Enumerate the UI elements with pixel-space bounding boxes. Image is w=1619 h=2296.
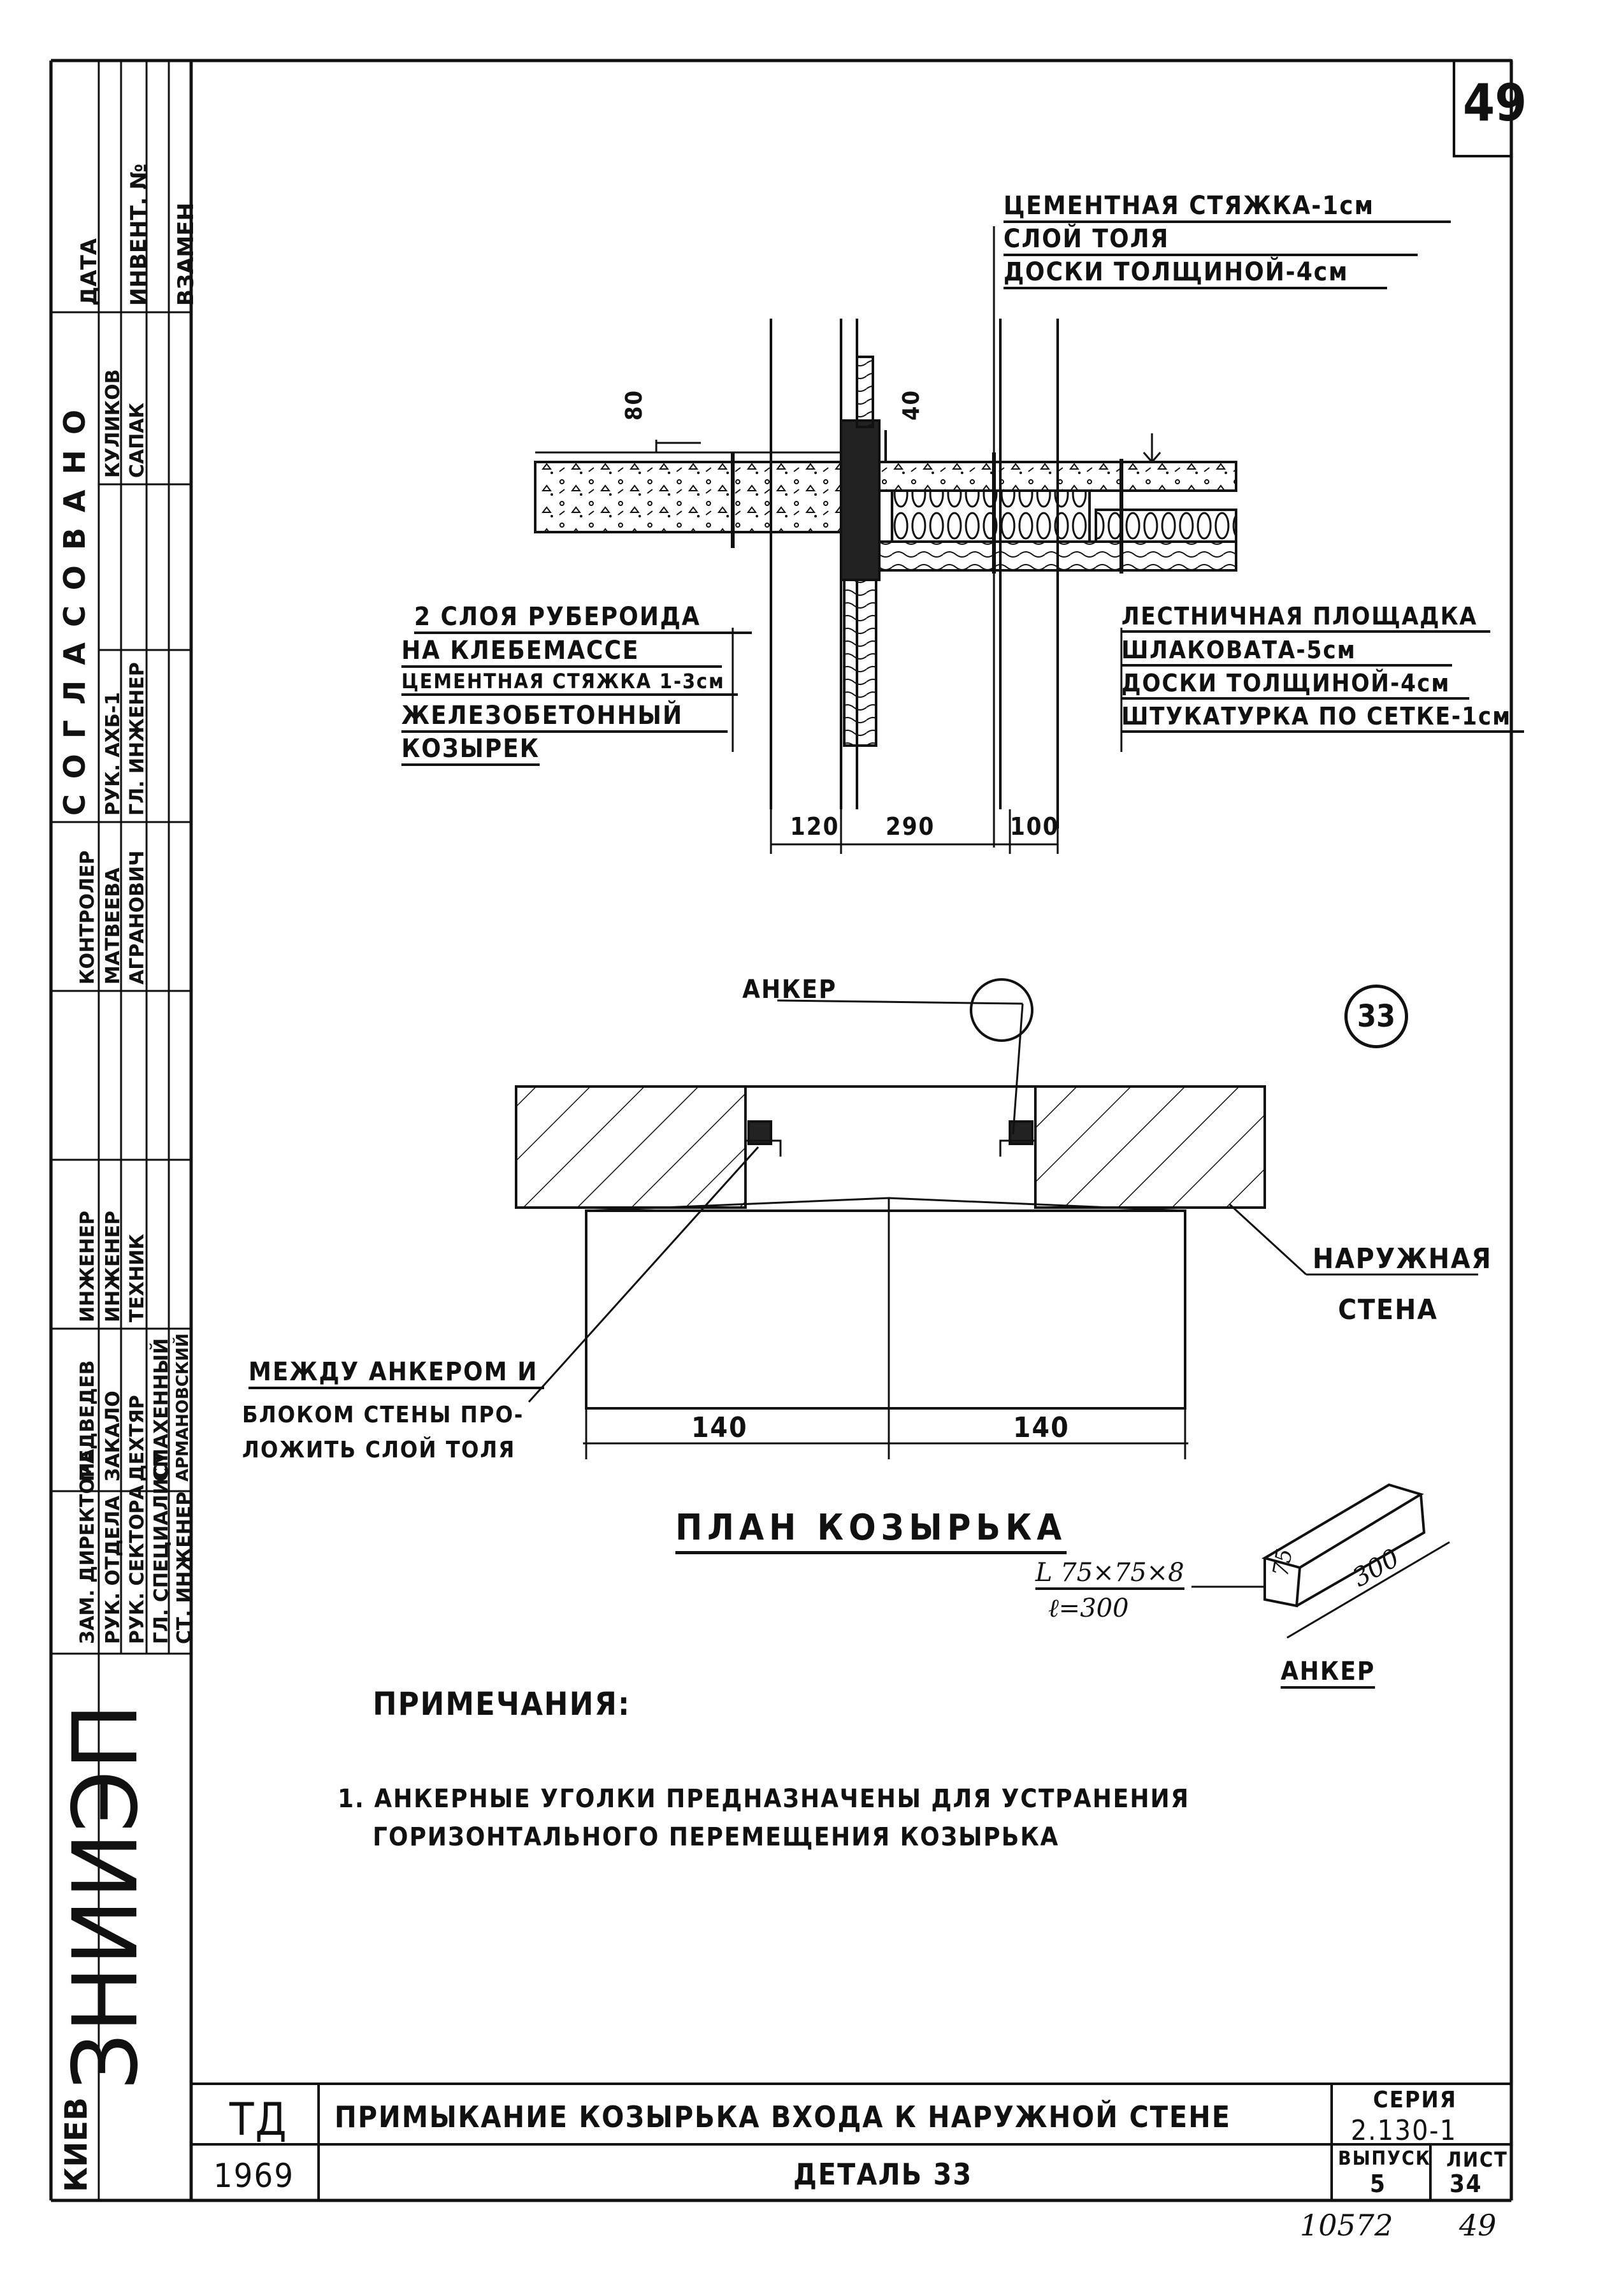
- stamp-agranovich: АГРАНОВИЧ: [126, 850, 148, 985]
- title-block-td: ТД: [229, 2093, 288, 2146]
- notes-heading: ПРИМЕЧАНИЯ:: [373, 1686, 631, 1722]
- angle-caption: АНКЕР: [1281, 1657, 1376, 1689]
- left-layer-5: КОЗЫРЕК: [401, 734, 540, 766]
- section-dim-290: 290: [886, 812, 935, 841]
- left-layer-2: НА КЛЕБЕМАССЕ: [401, 636, 723, 668]
- stamp-eng-3: ТЕХНИК: [126, 1234, 148, 1322]
- outer-wall-label-2: СТЕНА: [1338, 1294, 1438, 1326]
- left-layer-3: ЦЕМЕНТНАЯ СТЯЖКА 1-3см: [401, 669, 738, 696]
- stamp-name-2: ЗАКАЛО: [102, 1390, 124, 1482]
- sheet-number: 49: [1463, 73, 1527, 133]
- angle-profile: L 75×75×8: [1035, 1558, 1184, 1590]
- plan-dim-140-left: 140: [691, 1412, 748, 1444]
- left-layer-4: ЖЕЛЕЗОБЕТОННЫЙ: [401, 701, 728, 733]
- plan-title: ПЛАН КОЗЫРЬКА: [675, 1507, 1067, 1554]
- stamp-role-3: РУК. СЕКТОРА: [126, 1485, 148, 1644]
- agreed-name-1: КУЛИКОВ: [102, 369, 124, 478]
- org-name: ЗНИИЭП: [54, 1703, 158, 2090]
- agreed-row-1: РУК. АХБ-1: [102, 691, 124, 816]
- left-stamp-grid: [51, 61, 191, 2200]
- detail-ref-circle: 33: [1344, 985, 1408, 1048]
- plan-dim-140-right: 140: [1013, 1412, 1070, 1444]
- angle-anchor: [1191, 1483, 1450, 1639]
- org-city: КИЕВ: [59, 2097, 94, 2192]
- top-layer-3: ДОСКИ ТОЛЩИНОЙ-4см: [1004, 257, 1387, 289]
- title-block-title: ПРИМЫКАНИЕ КОЗЫРЬКА ВХОДА К НАРУЖНОЙ СТЕ…: [335, 2100, 1232, 2134]
- stamp-controller: КОНТРОЛЕР: [76, 850, 99, 985]
- top-layer-1: ЦЕМЕНТНАЯ СТЯЖКА-1см: [1004, 191, 1451, 223]
- title-block-year: 1969: [213, 2157, 295, 2195]
- footer-page: 49: [1459, 2208, 1497, 2242]
- header-replace: ВЗАМЕН: [173, 203, 199, 306]
- anchor-label: АНКЕР: [742, 975, 837, 1004]
- right-layer-4: ШТУКАТУРКА ПО СЕТКЕ-1см: [1121, 702, 1525, 733]
- angle-length: ℓ=300: [1048, 1594, 1129, 1623]
- dim-80: 80: [621, 389, 647, 421]
- right-layer-1: ЛЕСТНИЧНАЯ ПЛОЩАДКА: [1121, 602, 1490, 633]
- issue-label: ВЫПУСК: [1338, 2148, 1431, 2170]
- stamp-role-2: РУК. ОТДЕЛА: [102, 1496, 124, 1644]
- stamp-name-3: ДЕХТЯР: [126, 1395, 148, 1482]
- section-dim-100: 100: [1010, 812, 1060, 841]
- stamp-name-4: СМАХЕННЫЙ: [150, 1338, 173, 1482]
- dim-40: 40: [898, 389, 925, 421]
- header-inventory: ИНВЕНТ. №: [126, 163, 152, 306]
- plan-note-2: БЛОКОМ СТЕНЫ ПРО-: [242, 1402, 524, 1428]
- series-value: 2.130-1: [1351, 2114, 1457, 2147]
- detail-ref-number: 33: [1356, 999, 1396, 1034]
- agreed-title: СОГЛАСОВАНО: [57, 394, 92, 816]
- left-layer-1: 2 СЛОЯ РУБЕРОИДА: [414, 602, 752, 634]
- section-dim-120: 120: [790, 812, 840, 841]
- outer-wall-label-1: НАРУЖНАЯ: [1313, 1243, 1493, 1275]
- plan-detail: [515, 999, 1478, 1459]
- issue-value: 5: [1370, 2170, 1386, 2198]
- footer-inventory: 10572: [1300, 2208, 1393, 2242]
- top-layer-2: СЛОЙ ТОЛЯ: [1004, 224, 1418, 256]
- stamp-eng-2: ИНЖЕНЕР: [102, 1210, 124, 1322]
- plan-note-3: ЛОЖИТЬ СЛОЙ ТОЛЯ: [242, 1437, 516, 1463]
- header-date: ДАТА: [76, 238, 102, 306]
- stamp-name-1: МЕДВЕДЕВ: [76, 1360, 99, 1482]
- notes-line-1: 1. АНКЕРНЫЕ УГОЛКИ ПРЕДНАЗНАЧЕНЫ ДЛЯ УСТ…: [338, 1784, 1190, 1814]
- plan-note-1: МЕЖДУ АНКЕРОМ И: [248, 1357, 545, 1389]
- title-block-grid: [191, 2083, 1511, 2200]
- section-detail: [534, 226, 1237, 1042]
- right-layer-2: ШЛАКОВАТА-5см: [1121, 636, 1452, 667]
- sheet-value: 34: [1450, 2170, 1483, 2198]
- right-layer-3: ДОСКИ ТОЛЩИНОЙ-4см: [1121, 669, 1470, 700]
- sheet-frame: [49, 59, 1513, 2202]
- agreed-name-2: САПАК: [126, 402, 148, 478]
- stamp-name-5: АРМАНОВСКИЙ: [173, 1333, 192, 1482]
- title-block-subtitle: ДЕТАЛЬ 33: [793, 2157, 973, 2191]
- stamp-eng-1: ИНЖЕНЕР: [76, 1210, 99, 1322]
- stamp-role-5: СТ. ИНЖЕНЕР: [173, 1491, 196, 1644]
- series-label: СЕРИЯ: [1373, 2087, 1457, 2113]
- agreed-row-2: ГЛ. ИНЖЕНЕР: [126, 662, 148, 816]
- notes-line-2: ГОРИЗОНТАЛЬНОГО ПЕРЕМЕЩЕНИЯ КОЗЫРЬКА: [373, 1823, 1060, 1852]
- stamp-matveeva: МАТВЕЕВА: [102, 867, 124, 985]
- sheet-label: ЛИСТ: [1446, 2148, 1508, 2172]
- angle-dim-75: 75: [1268, 1547, 1298, 1578]
